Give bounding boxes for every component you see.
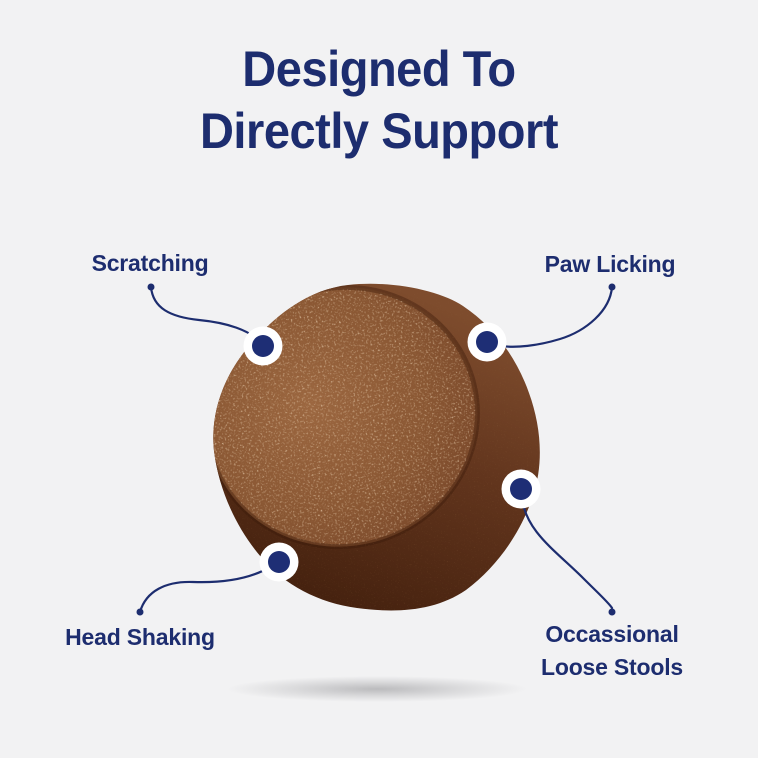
title-line-2: Directly Support bbox=[199, 103, 559, 159]
chew-side-speckles bbox=[213, 283, 540, 611]
end-dot-loose-stools-icon bbox=[608, 608, 616, 616]
marker-dot-head-shaking-icon bbox=[268, 551, 290, 573]
end-dot-head-shaking-icon bbox=[136, 608, 144, 616]
leader-line-paw-licking bbox=[499, 285, 614, 348]
callout-label-head-shaking: Head Shaking bbox=[65, 624, 215, 650]
end-dot-paw-licking-icon bbox=[608, 283, 616, 291]
page-title: Designed To Directly Support bbox=[23, 38, 736, 162]
callout-markers bbox=[243, 322, 541, 582]
leader-end-dots bbox=[136, 283, 616, 616]
marker-dot-loose-stools-icon bbox=[510, 478, 532, 500]
callout-label-scratching: Scratching bbox=[91, 250, 209, 276]
callout-label-loose-stools-line-2: Loose Stools bbox=[540, 654, 684, 680]
callout-label-loose-stools-line-1: Occassional bbox=[545, 621, 679, 647]
callout-label-loose-stools: Occassional Loose Stools bbox=[541, 618, 683, 684]
leader-line-loose-stools bbox=[520, 495, 614, 610]
marker-dot-paw-licking-icon bbox=[476, 331, 498, 353]
title-line-1: Designed To bbox=[242, 41, 516, 97]
chew-shadow bbox=[227, 676, 527, 702]
leader-line-head-shaking bbox=[138, 565, 272, 614]
chew-image bbox=[213, 283, 540, 611]
end-dot-scratching-icon bbox=[147, 283, 155, 291]
leader-line-scratching bbox=[149, 285, 259, 341]
callout-label-paw-licking: Paw Licking bbox=[544, 251, 676, 277]
marker-dot-scratching-icon bbox=[252, 335, 274, 357]
